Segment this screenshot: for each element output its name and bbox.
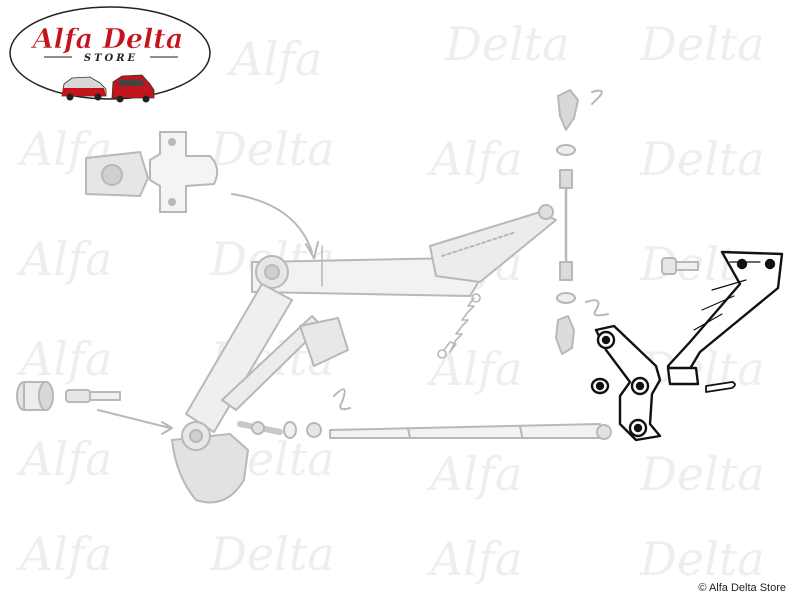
watermark-alfa: Alfa bbox=[16, 527, 112, 581]
store-logo[interactable]: Alfa Delta STORE bbox=[9, 6, 211, 103]
steering-box bbox=[171, 421, 249, 504]
relay-lever[interactable] bbox=[590, 324, 662, 442]
left-bolt bbox=[65, 389, 121, 403]
highlighted-parts[interactable] bbox=[590, 250, 784, 442]
watermark-layer: Alfa Delta Delta Alfa Delta Alfa Delta A… bbox=[16, 17, 765, 586]
watermark-delta: Delta bbox=[639, 532, 765, 586]
logo-brand-text: Alfa Delta bbox=[30, 24, 184, 55]
cotter-pin[interactable] bbox=[705, 381, 736, 393]
watermark-alfa: Alfa bbox=[426, 532, 522, 586]
watermark-alfa: Alfa bbox=[426, 132, 522, 186]
drag-link bbox=[329, 423, 612, 440]
logo-store-text: STORE bbox=[84, 53, 138, 64]
vertical-linkage bbox=[555, 89, 609, 355]
fastener-set bbox=[237, 388, 351, 439]
pitman-bracket[interactable] bbox=[666, 250, 784, 386]
pointer-arrow bbox=[97, 409, 171, 429]
watermark-delta: Delta bbox=[639, 132, 765, 186]
watermark-alfa: Alfa bbox=[426, 447, 522, 501]
idler-arm bbox=[185, 204, 557, 433]
watermark-alfa: Alfa bbox=[16, 432, 112, 486]
spring bbox=[437, 293, 481, 359]
watermark-alfa: Alfa bbox=[16, 232, 112, 286]
watermark-delta: Delta bbox=[209, 122, 335, 176]
logo-cars-icon bbox=[61, 74, 155, 103]
watermark-delta: Delta bbox=[444, 17, 570, 71]
watermark-delta: Delta bbox=[209, 527, 335, 581]
gray-parts bbox=[16, 89, 699, 504]
watermark-alfa: Alfa bbox=[226, 32, 322, 86]
copyright-text: © Alfa Delta Store bbox=[698, 582, 786, 594]
watermark-alfa: Alfa bbox=[16, 332, 112, 386]
right-bolt bbox=[661, 257, 699, 275]
left-bushing bbox=[16, 381, 54, 411]
watermark-delta: Delta bbox=[639, 17, 765, 71]
watermark-alfa: Alfa bbox=[426, 342, 522, 396]
watermark-delta: Delta bbox=[639, 447, 765, 501]
pointer-arrow bbox=[231, 193, 313, 253]
mount-bracket bbox=[85, 131, 219, 213]
